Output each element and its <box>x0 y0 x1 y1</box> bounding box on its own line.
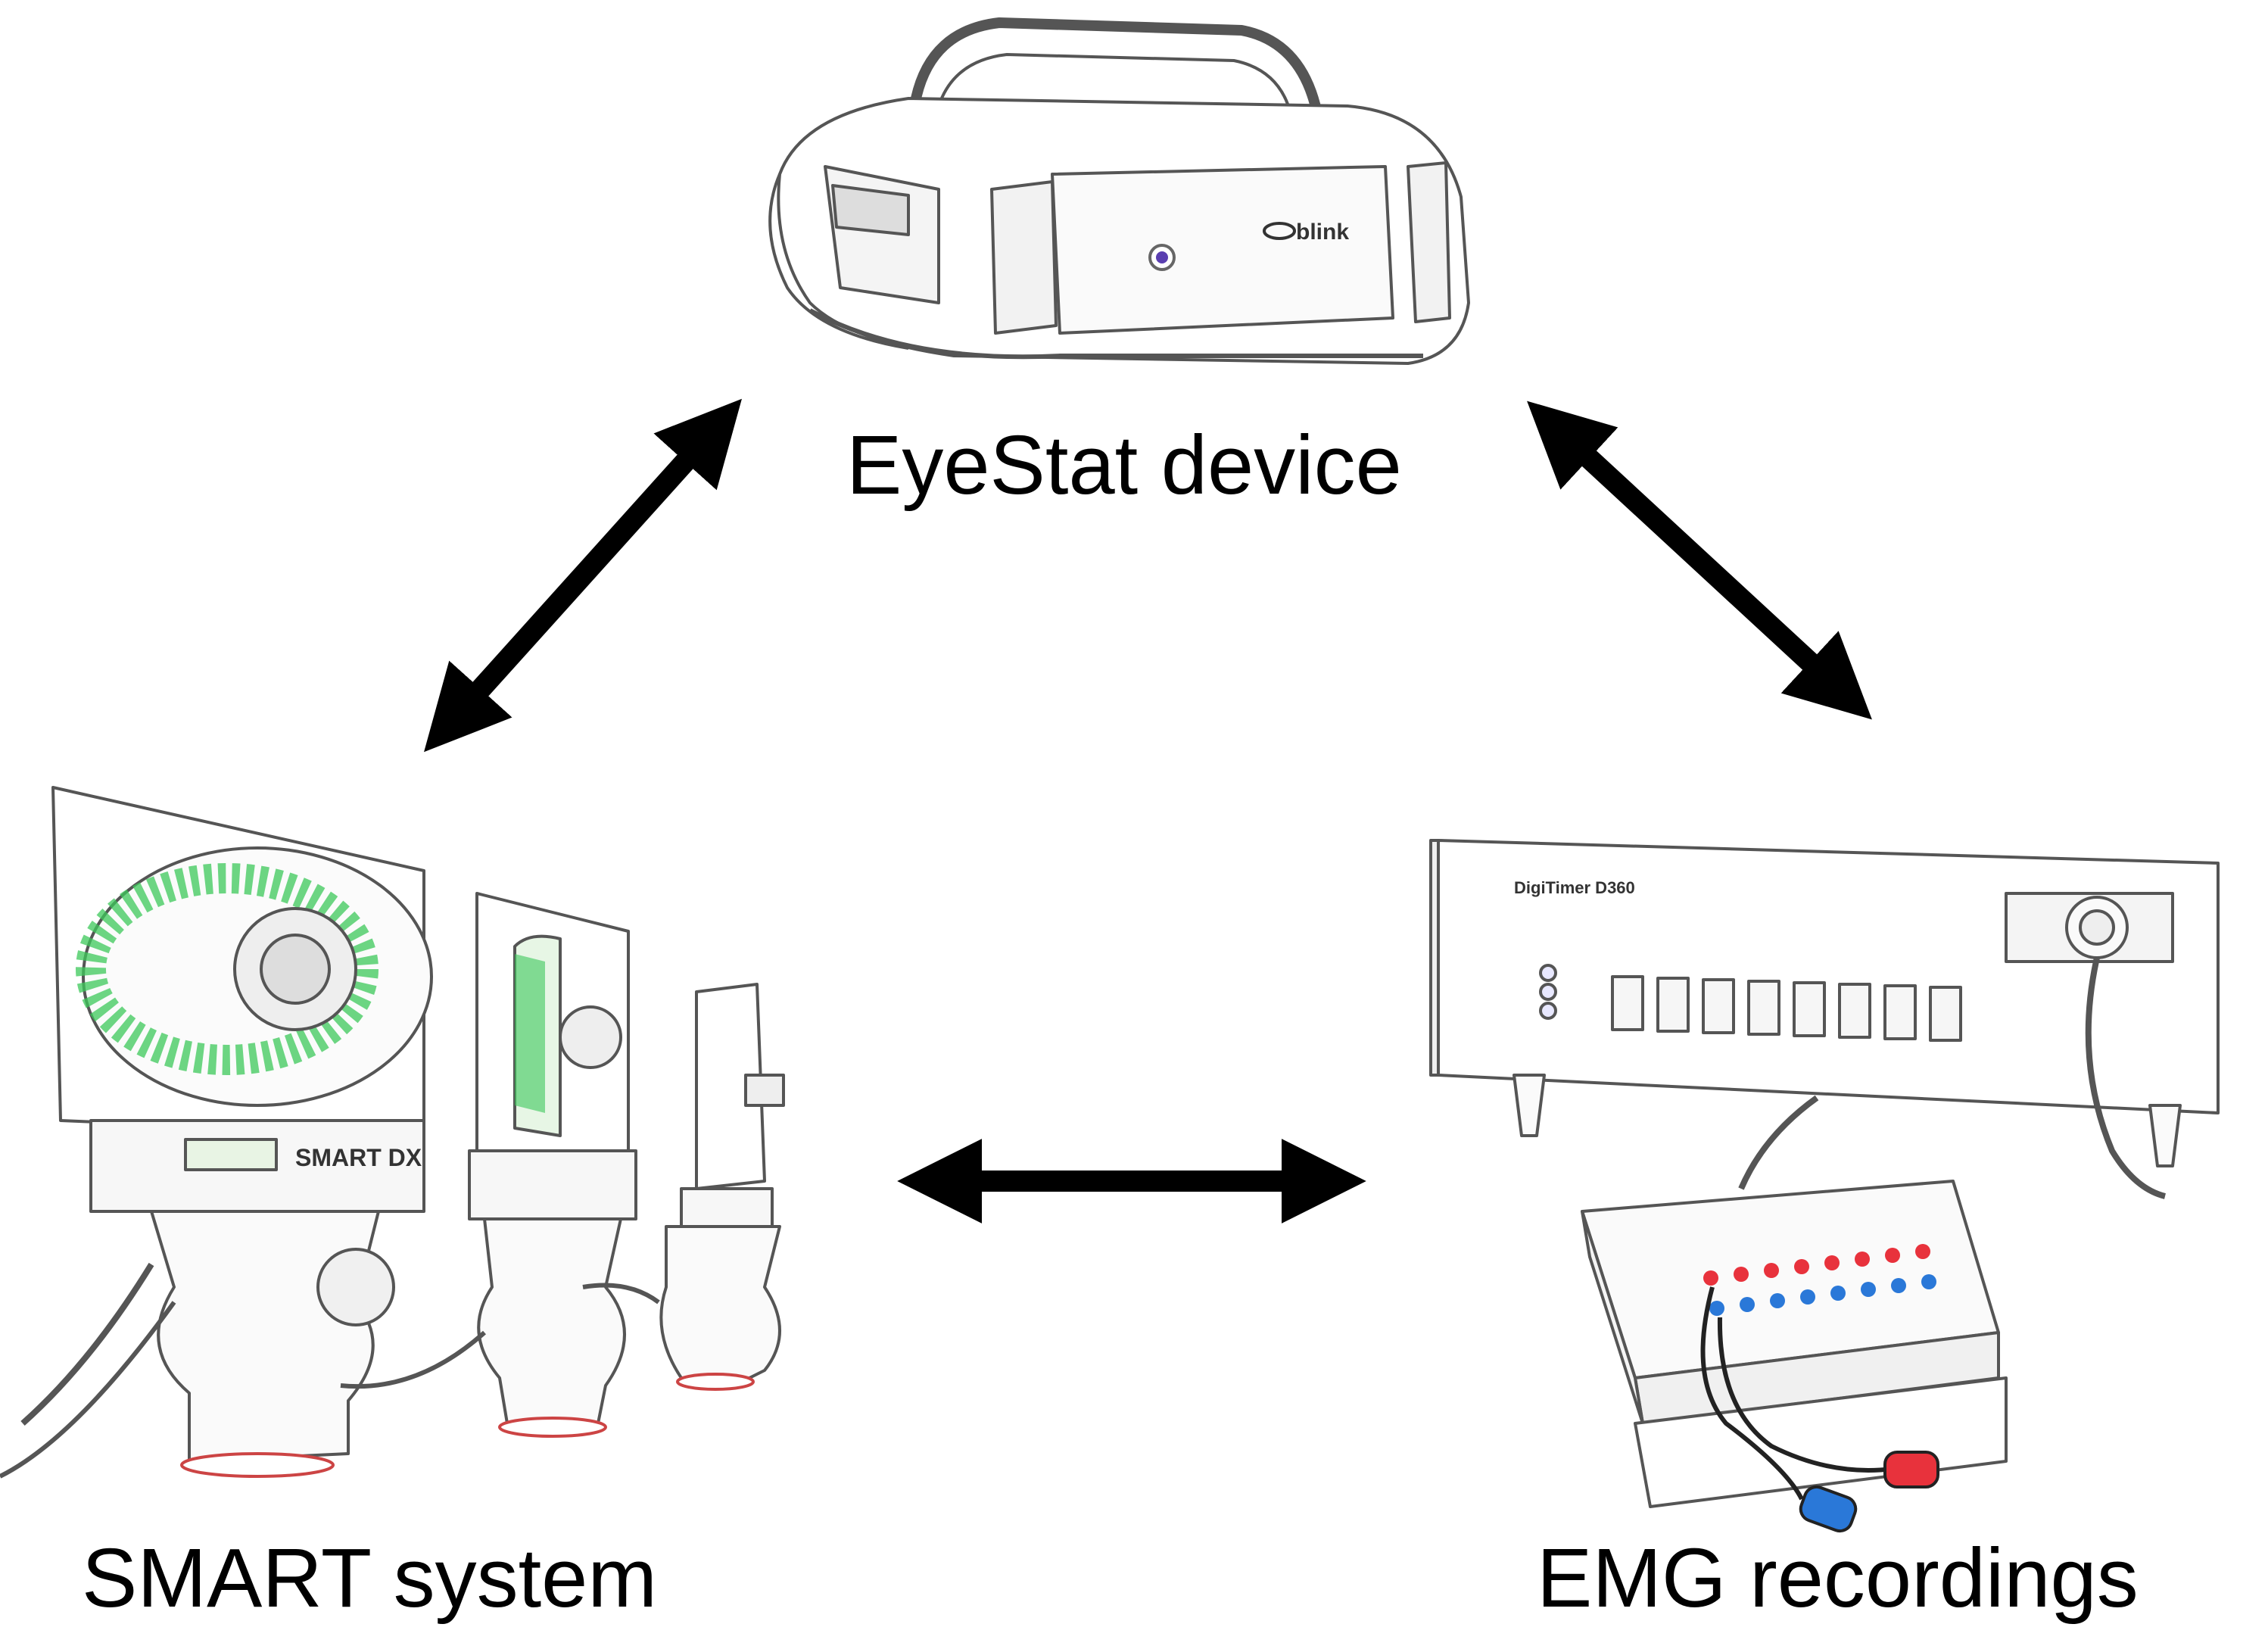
eyestat-device-image: blink <box>768 17 1470 365</box>
smart-system-image: SMART DX <box>0 786 785 1479</box>
emg-panel-text: DigiTimer D360 <box>1514 878 1635 897</box>
emg-label: EMG recordings <box>1537 1532 2139 1625</box>
emg-device-image: DigiTimer D360 <box>1429 839 2220 1533</box>
smart-label: SMART system <box>82 1532 657 1625</box>
electrode-pad-blue <box>1799 1485 1858 1533</box>
emg-channel-connectors <box>1611 975 1962 1042</box>
arrow-eyestat-emg <box>1527 401 1872 720</box>
smart-panel-text: SMART DX <box>295 1144 422 1171</box>
emg-sockets <box>1703 1244 1936 1316</box>
eyestat-label: EyeStat device <box>846 419 1402 512</box>
arrow-eyestat-smart <box>424 398 742 753</box>
eyestat-logo-text: blink <box>1296 220 1349 245</box>
smart-led-ring <box>76 863 379 1075</box>
electrode-pad-red <box>1883 1451 1939 1488</box>
